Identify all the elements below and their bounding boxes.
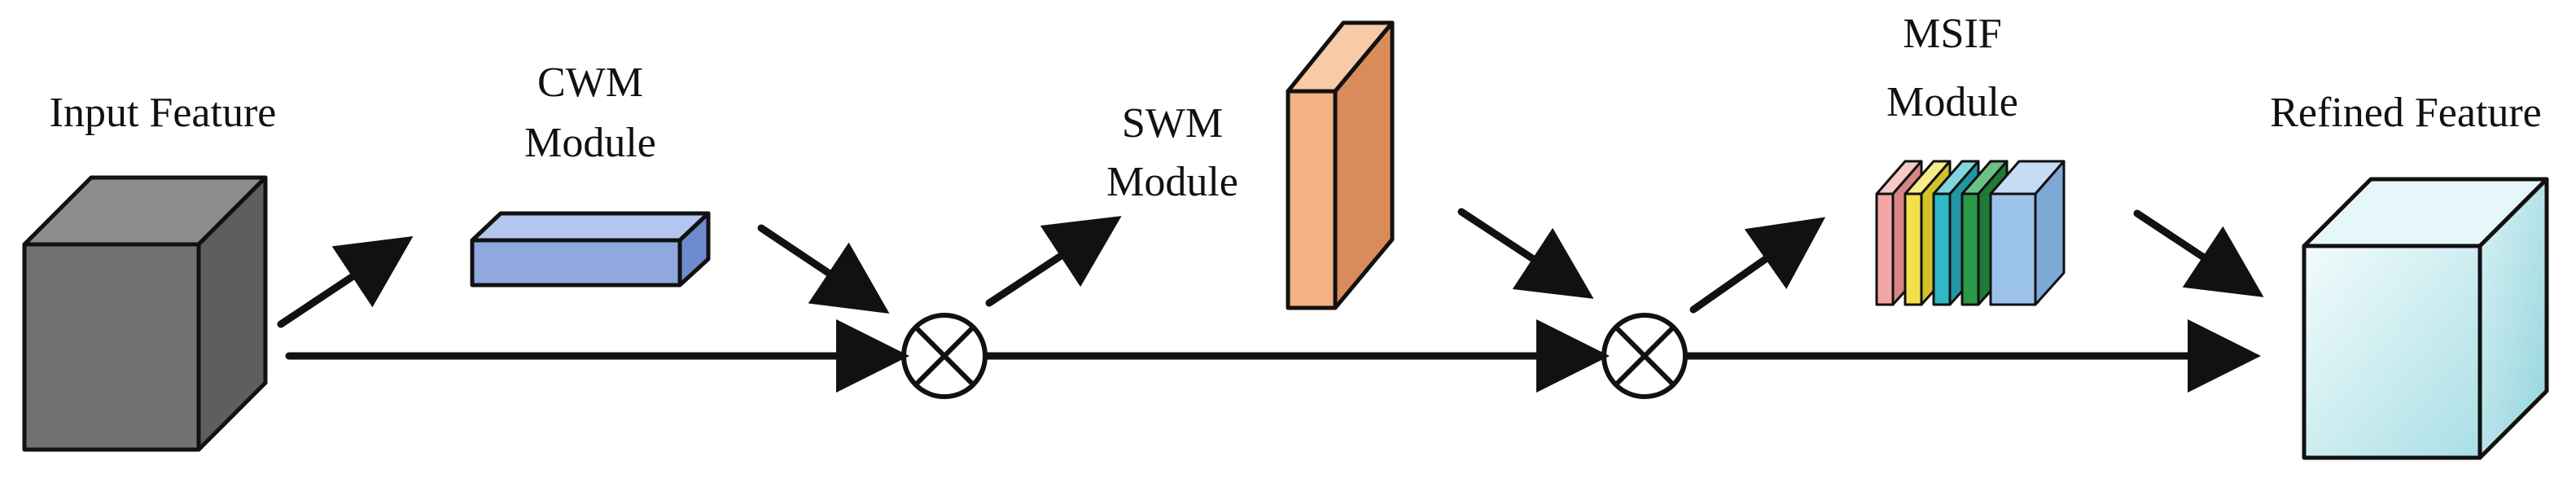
arrow-input-to-cwm [277, 236, 414, 328]
cwm-label-line2: Module [524, 120, 656, 166]
arrow-multiply1-to-swm [985, 216, 1122, 307]
arrow-swm-to-multiply2 [1457, 208, 1594, 299]
arrow-cwm-to-multiply1 [757, 224, 890, 314]
msif-slice-5 [1989, 160, 2066, 306]
multiply-operator-2 [1601, 313, 1688, 399]
input-feature-label: Input Feature [50, 90, 277, 136]
msif-label-line2: Module [1886, 79, 2018, 125]
cwm-module-block [470, 211, 711, 288]
swm-module-block [1286, 20, 1395, 310]
swm-label-line2: Module [1106, 159, 1238, 205]
refined-feature-cube [2302, 177, 2549, 460]
cwm-label-line1: CWM [537, 59, 643, 106]
arrow-msif-to-refined [2133, 209, 2264, 297]
refined-feature-label: Refined Feature [2270, 90, 2542, 136]
msif-module-slices [1875, 160, 2066, 306]
arrow-multiply2-to-msif [1689, 217, 1826, 314]
input-feature-cube [22, 175, 268, 452]
swm-label-line1: SWM [1122, 100, 1223, 147]
msif-label-line1: MSIF [1903, 11, 2001, 57]
multiply-operator-1 [901, 313, 988, 399]
